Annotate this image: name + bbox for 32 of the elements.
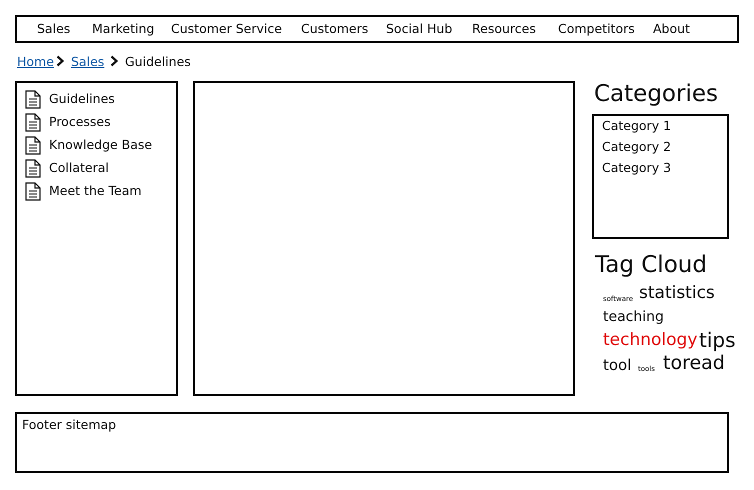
nav-link: About <box>653 21 690 36</box>
content-area <box>193 81 575 396</box>
nav-link: Knowledge Base <box>49 137 152 152</box>
category-link: Category 1 <box>602 118 672 133</box>
nav-link: Collateral <box>49 160 109 175</box>
tag-link: teaching <box>603 309 664 325</box>
breadcrumb-current: Guidelines <box>125 54 191 69</box>
section-heading: Tag Cloud <box>595 252 707 278</box>
nav-link: Customer Service <box>171 21 282 36</box>
category-link: Category 3 <box>602 160 672 175</box>
tag-link: toread <box>663 352 725 374</box>
nav-link: Marketing <box>92 21 154 36</box>
tag-link: tips <box>699 328 736 352</box>
breadcrumb-link: Sales <box>71 54 104 69</box>
nav-link: Processes <box>49 114 111 129</box>
section-heading: Categories <box>594 81 718 107</box>
tag-link: tool <box>603 356 632 374</box>
breadcrumb-link: Home <box>17 54 54 69</box>
category-link: Category 2 <box>602 139 672 154</box>
side-nav-panel <box>15 81 178 396</box>
tag-link: statistics <box>639 283 715 303</box>
nav-link: Customers <box>301 21 368 36</box>
nav-bar <box>15 15 739 43</box>
nav-link: Sales <box>37 21 70 36</box>
nav-link: Resources <box>472 21 536 36</box>
nav-link: Meet the Team <box>49 183 142 198</box>
nav-link: Social Hub <box>386 21 452 36</box>
footer-text: Footer sitemap <box>22 417 116 432</box>
nav-link: Competitors <box>558 21 635 36</box>
footer-panel <box>15 412 729 473</box>
nav-link: Guidelines <box>49 91 115 106</box>
tag-link: technology <box>603 330 698 350</box>
